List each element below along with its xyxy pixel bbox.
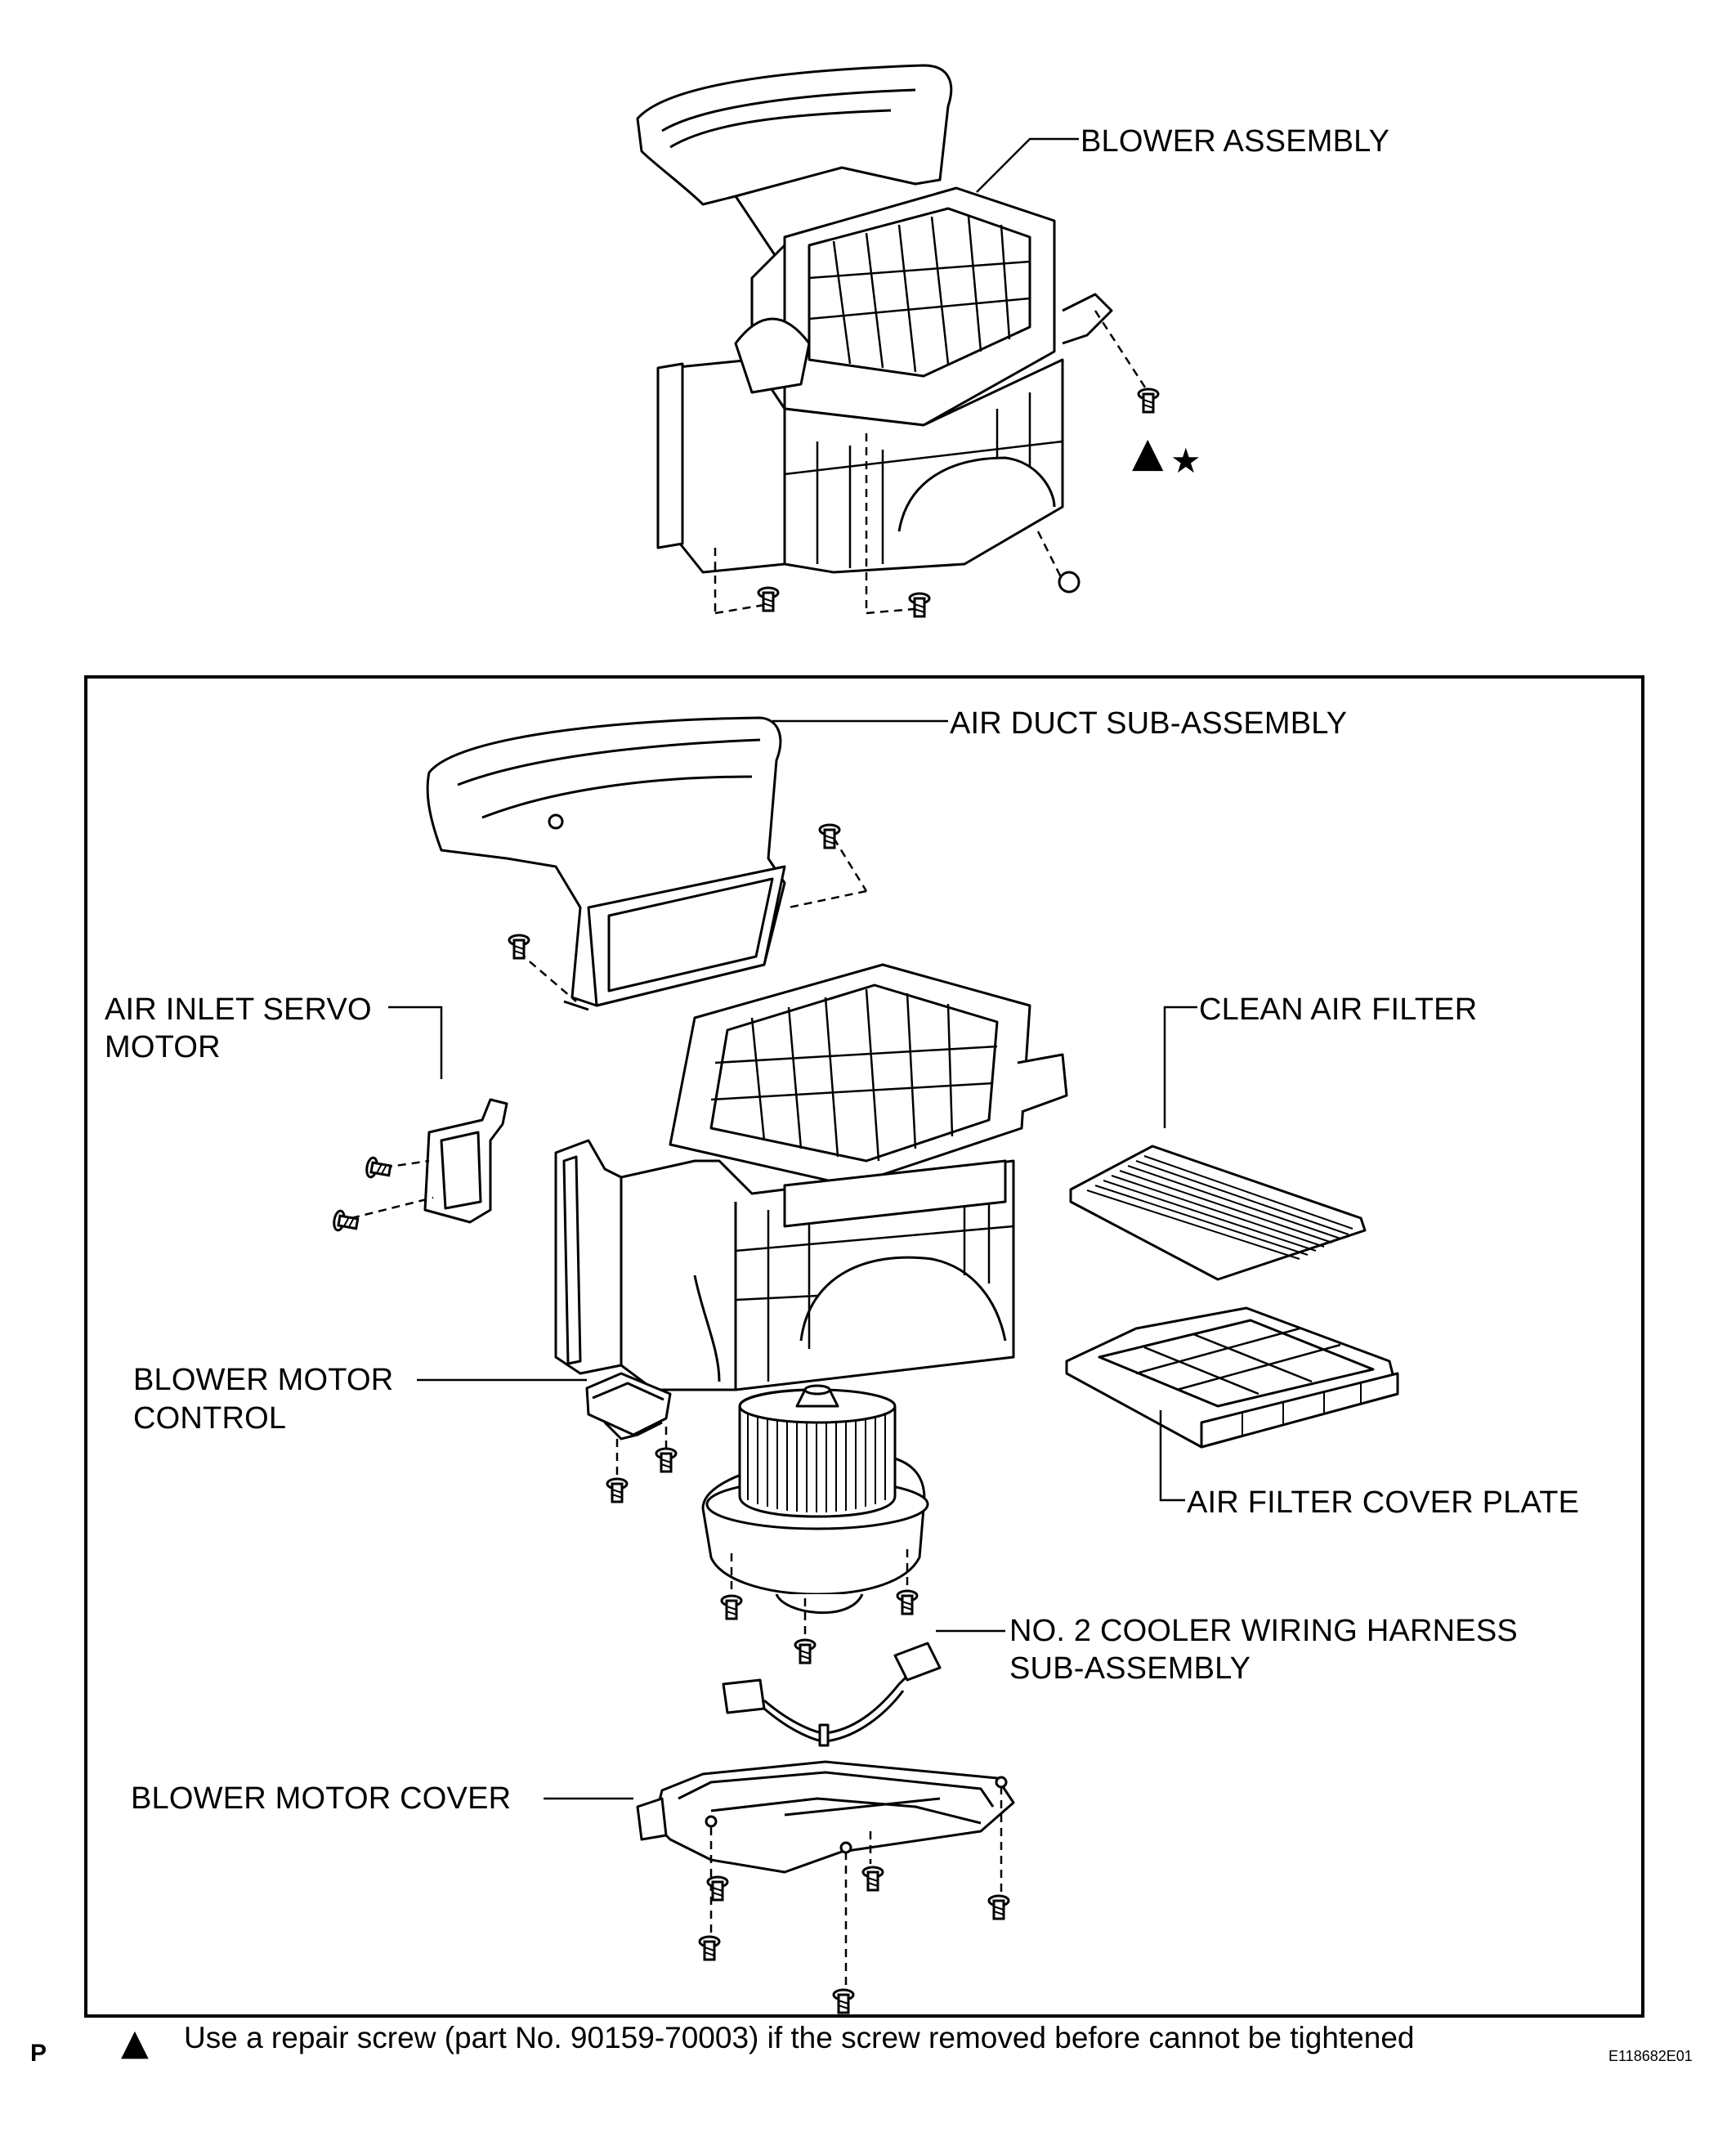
air-inlet-servo-motor-drawing bbox=[423, 1098, 508, 1224]
screw-icon bbox=[794, 1638, 817, 1664]
note-triangle-icon: ▲ bbox=[121, 2022, 149, 2063]
screw-icon bbox=[908, 592, 931, 618]
label-blower-assembly: BLOWER ASSEMBLY bbox=[1081, 124, 1390, 159]
screw-icon bbox=[331, 1208, 360, 1235]
label-air-duct-sub-assembly: AIR DUCT SUB-ASSEMBLY bbox=[950, 706, 1348, 741]
figure-code: E118682E01 bbox=[1608, 2048, 1693, 2064]
leader-line-clean-air-filter bbox=[1163, 1006, 1197, 1128]
screw-icon bbox=[508, 934, 530, 960]
screw-icon bbox=[606, 1477, 629, 1503]
clean-air-filter-drawing bbox=[1069, 1145, 1367, 1281]
screw-icon bbox=[896, 1589, 919, 1615]
blower-motor-drawing bbox=[701, 1384, 929, 1615]
air-filter-cover-plate-drawing bbox=[1065, 1306, 1399, 1449]
screw-icon bbox=[364, 1155, 393, 1182]
star-symbol: ★ bbox=[1170, 441, 1201, 481]
screw-icon bbox=[987, 1894, 1010, 1920]
blower-motor-control-drawing bbox=[585, 1372, 672, 1440]
screw-icon bbox=[861, 1866, 884, 1892]
air-duct-drawing bbox=[426, 716, 786, 1011]
label-wiring-harness-line1: NO. 2 COOLER WIRING HARNESS bbox=[1009, 1614, 1518, 1648]
repair-screw-note: Use a repair screw (part No. 90159-70003… bbox=[184, 2021, 1415, 2054]
label-blower-motor-control-line1: BLOWER MOTOR bbox=[133, 1363, 394, 1397]
label-air-inlet-servo-motor-line2: MOTOR bbox=[105, 1030, 221, 1064]
blower-assembly-drawing bbox=[636, 64, 1113, 574]
label-wiring-harness-line2: SUB-ASSEMBLY bbox=[1009, 1651, 1251, 1686]
blower-housing-drawing bbox=[554, 963, 1068, 1391]
screw-icon bbox=[698, 1935, 721, 1961]
label-blower-motor-control-line2: CONTROL bbox=[133, 1401, 287, 1436]
screw-icon bbox=[720, 1594, 743, 1620]
blower-motor-cover-drawing bbox=[636, 1760, 1015, 1874]
screw-icon bbox=[655, 1447, 678, 1473]
label-air-filter-cover-plate: AIR FILTER COVER PLATE bbox=[1187, 1485, 1580, 1520]
wiring-harness-drawing bbox=[722, 1642, 942, 1747]
label-blower-motor-cover: BLOWER MOTOR COVER bbox=[131, 1781, 512, 1816]
top-screws bbox=[757, 388, 1160, 618]
detail-frame bbox=[84, 675, 1644, 2018]
triangle-symbol: ▲ bbox=[1132, 428, 1164, 476]
label-air-inlet-servo-motor-line1: AIR INLET SERVO bbox=[105, 992, 372, 1027]
label-clean-air-filter: CLEAN AIR FILTER bbox=[1199, 992, 1478, 1027]
screw-icon bbox=[1137, 388, 1160, 414]
screw-icon bbox=[757, 586, 780, 612]
screw-icon bbox=[832, 1988, 855, 2014]
nut-icon bbox=[1058, 571, 1081, 594]
leader-line-blower-assembly bbox=[976, 137, 1079, 193]
leader-line-air-filter-cover-plate bbox=[1159, 1410, 1185, 1502]
leader-line-air-inlet-servo-motor bbox=[388, 1006, 443, 1079]
page-mark: P bbox=[30, 2040, 47, 2067]
